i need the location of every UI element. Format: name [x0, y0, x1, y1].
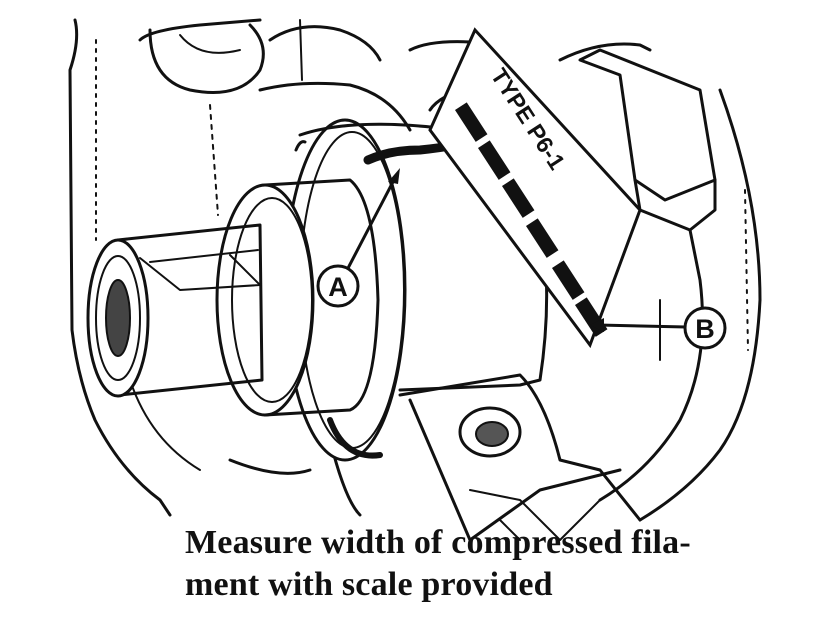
- callout-b-label: B: [695, 314, 715, 344]
- bearing-cap: [398, 373, 642, 542]
- plastigage-scale-card: TYPE P6-1: [428, 27, 642, 349]
- callout-b: B: [590, 306, 727, 350]
- figure-caption: Measure width of compressed fila- ment w…: [185, 522, 805, 606]
- callout-a: A: [316, 168, 400, 308]
- caption-line-1: Measure width of compressed fila-: [185, 524, 691, 561]
- engine-block-outline: [68, 18, 762, 522]
- caption-line-2: ment with scale provided: [185, 566, 553, 603]
- callout-a-label: A: [328, 272, 348, 302]
